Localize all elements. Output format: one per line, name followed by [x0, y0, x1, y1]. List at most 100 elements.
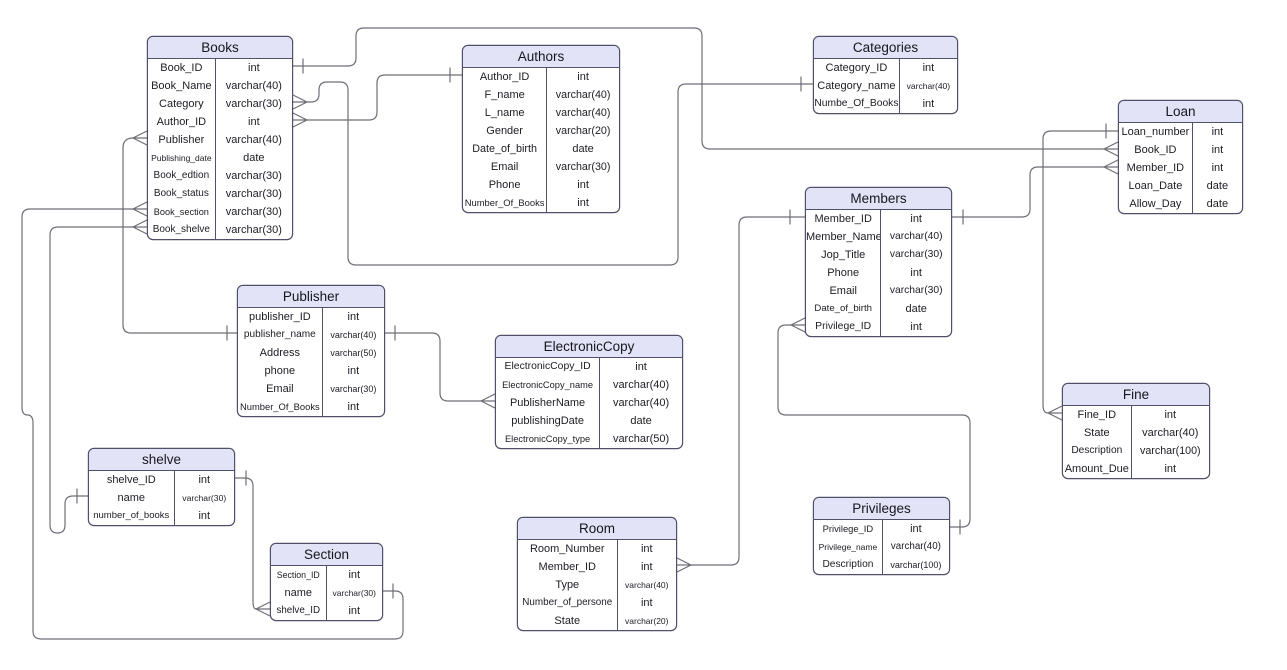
field-name: Description: [1063, 442, 1132, 460]
field-name: Gender: [463, 122, 548, 140]
field-name: F_name: [463, 86, 548, 104]
field-type: int: [1211, 144, 1224, 156]
field-row: Loan_number int: [1119, 123, 1242, 141]
field-type: varchar(30): [225, 188, 282, 200]
field-type: date: [1206, 198, 1229, 210]
relationship-privileges-members: [777, 317, 971, 535]
field-name: ElectronicCopy_name: [496, 376, 601, 394]
field-type: int: [910, 213, 922, 225]
field-type: varchar(40): [225, 80, 282, 92]
field-type: varchar(30): [225, 224, 282, 236]
field-name: Type: [518, 576, 618, 594]
field-type: varchar(40): [612, 379, 670, 391]
field-type: int: [347, 401, 360, 413]
field-type: int: [922, 62, 935, 74]
field-type: int: [347, 365, 360, 377]
entity-title: Section: [271, 544, 382, 566]
connector-line: [951, 166, 1105, 218]
field-type: varchar(50): [330, 348, 377, 358]
field-type: int: [198, 474, 211, 486]
field-name: publisher_name: [238, 326, 323, 344]
field-name: Member_Name: [806, 228, 882, 246]
field-type: int: [910, 523, 922, 535]
entity-title: Members: [806, 188, 951, 210]
field-name: Date_of_birth: [463, 140, 548, 158]
relationship-members-room: [676, 209, 806, 573]
crows-foot-many-icon: [480, 393, 496, 409]
field-type: varchar(20): [555, 125, 611, 137]
field-name: Description: [814, 556, 883, 574]
connector-line: [384, 332, 482, 402]
field-type: varchar(40): [1142, 427, 1199, 439]
entity-title: Publisher: [238, 286, 384, 308]
field-type: varchar(40): [555, 89, 611, 101]
field-type: int: [910, 267, 922, 279]
field-name: Email: [238, 380, 323, 398]
field-row: F_name varchar(40): [463, 86, 619, 104]
field-name: Publishing_date: [148, 149, 216, 167]
relationship-categories-books: [292, 76, 814, 266]
crows-foot-many-icon: [292, 112, 308, 128]
connector-line: [21, 208, 404, 640]
field-name: State: [518, 612, 618, 630]
field-type: date: [630, 415, 652, 427]
field-type: int: [577, 71, 589, 83]
field-name: phone: [238, 362, 323, 380]
field-type: int: [577, 197, 589, 209]
field-type: varchar(20): [625, 616, 669, 626]
field-type: varchar(30): [330, 384, 377, 394]
field-type: varchar(30): [225, 206, 282, 218]
crows-foot-many-icon: [132, 219, 148, 235]
connector-line: [49, 226, 134, 534]
field-name: Author_ID: [463, 68, 548, 86]
entity-title: ElectronicCopy: [496, 336, 682, 358]
field-row: Author_ID int: [463, 68, 619, 86]
field-name: Section_ID: [271, 566, 327, 584]
field-type: int: [1211, 126, 1224, 138]
connector-line: [234, 477, 257, 610]
field-row: publisher_name varchar(40): [238, 326, 384, 344]
connector-line: [306, 81, 814, 266]
field-type: int: [640, 561, 653, 573]
field-name: Email: [463, 158, 548, 176]
field-name: L_name: [463, 104, 548, 122]
field-name: PublisherName: [496, 394, 601, 412]
field-type: int: [348, 605, 361, 617]
field-type: int: [198, 510, 211, 522]
relationship-section-books: [21, 201, 404, 640]
field-name: Loan_number: [1119, 123, 1193, 141]
field-type: varchar(40): [330, 330, 377, 340]
connector-line: [122, 137, 238, 334]
connector-line: [292, 27, 1105, 150]
field-name: name: [89, 489, 175, 507]
relationship-shelve-books: [49, 219, 148, 534]
